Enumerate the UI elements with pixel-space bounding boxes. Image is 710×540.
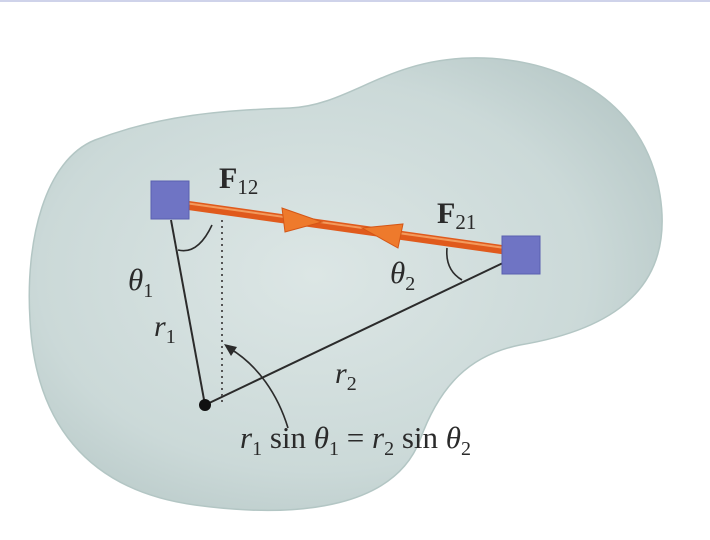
theta-1-arc [177, 224, 213, 252]
force-12-label: F12 [219, 162, 258, 199]
radius-r1-line [170, 219, 206, 406]
radius-r2-line [204, 261, 506, 406]
force-line-highlight [184, 202, 506, 249]
theta-2-arc [445, 247, 463, 281]
moment-arm-pointer [228, 347, 289, 429]
pivot-point [199, 399, 211, 411]
rigid-body [28, 57, 663, 512]
top-divider [0, 0, 710, 2]
moment-arm-pointer-arrowhead [224, 344, 237, 356]
r-1-label: r1 [154, 310, 176, 348]
force-12-arrowhead [281, 207, 324, 233]
moment-arm-equation: r1 sin θ1 = r2 sin θ2 [240, 420, 471, 460]
r-2-label: r2 [335, 357, 357, 395]
theta-1-label: θ1 [128, 262, 153, 302]
force-line-of-action [180, 200, 510, 255]
particle-1 [150, 180, 190, 220]
force-21-arrowhead [360, 223, 404, 249]
theta-2-label: θ2 [390, 255, 415, 295]
particle-2 [501, 235, 541, 275]
force-21-label: F21 [437, 197, 476, 234]
